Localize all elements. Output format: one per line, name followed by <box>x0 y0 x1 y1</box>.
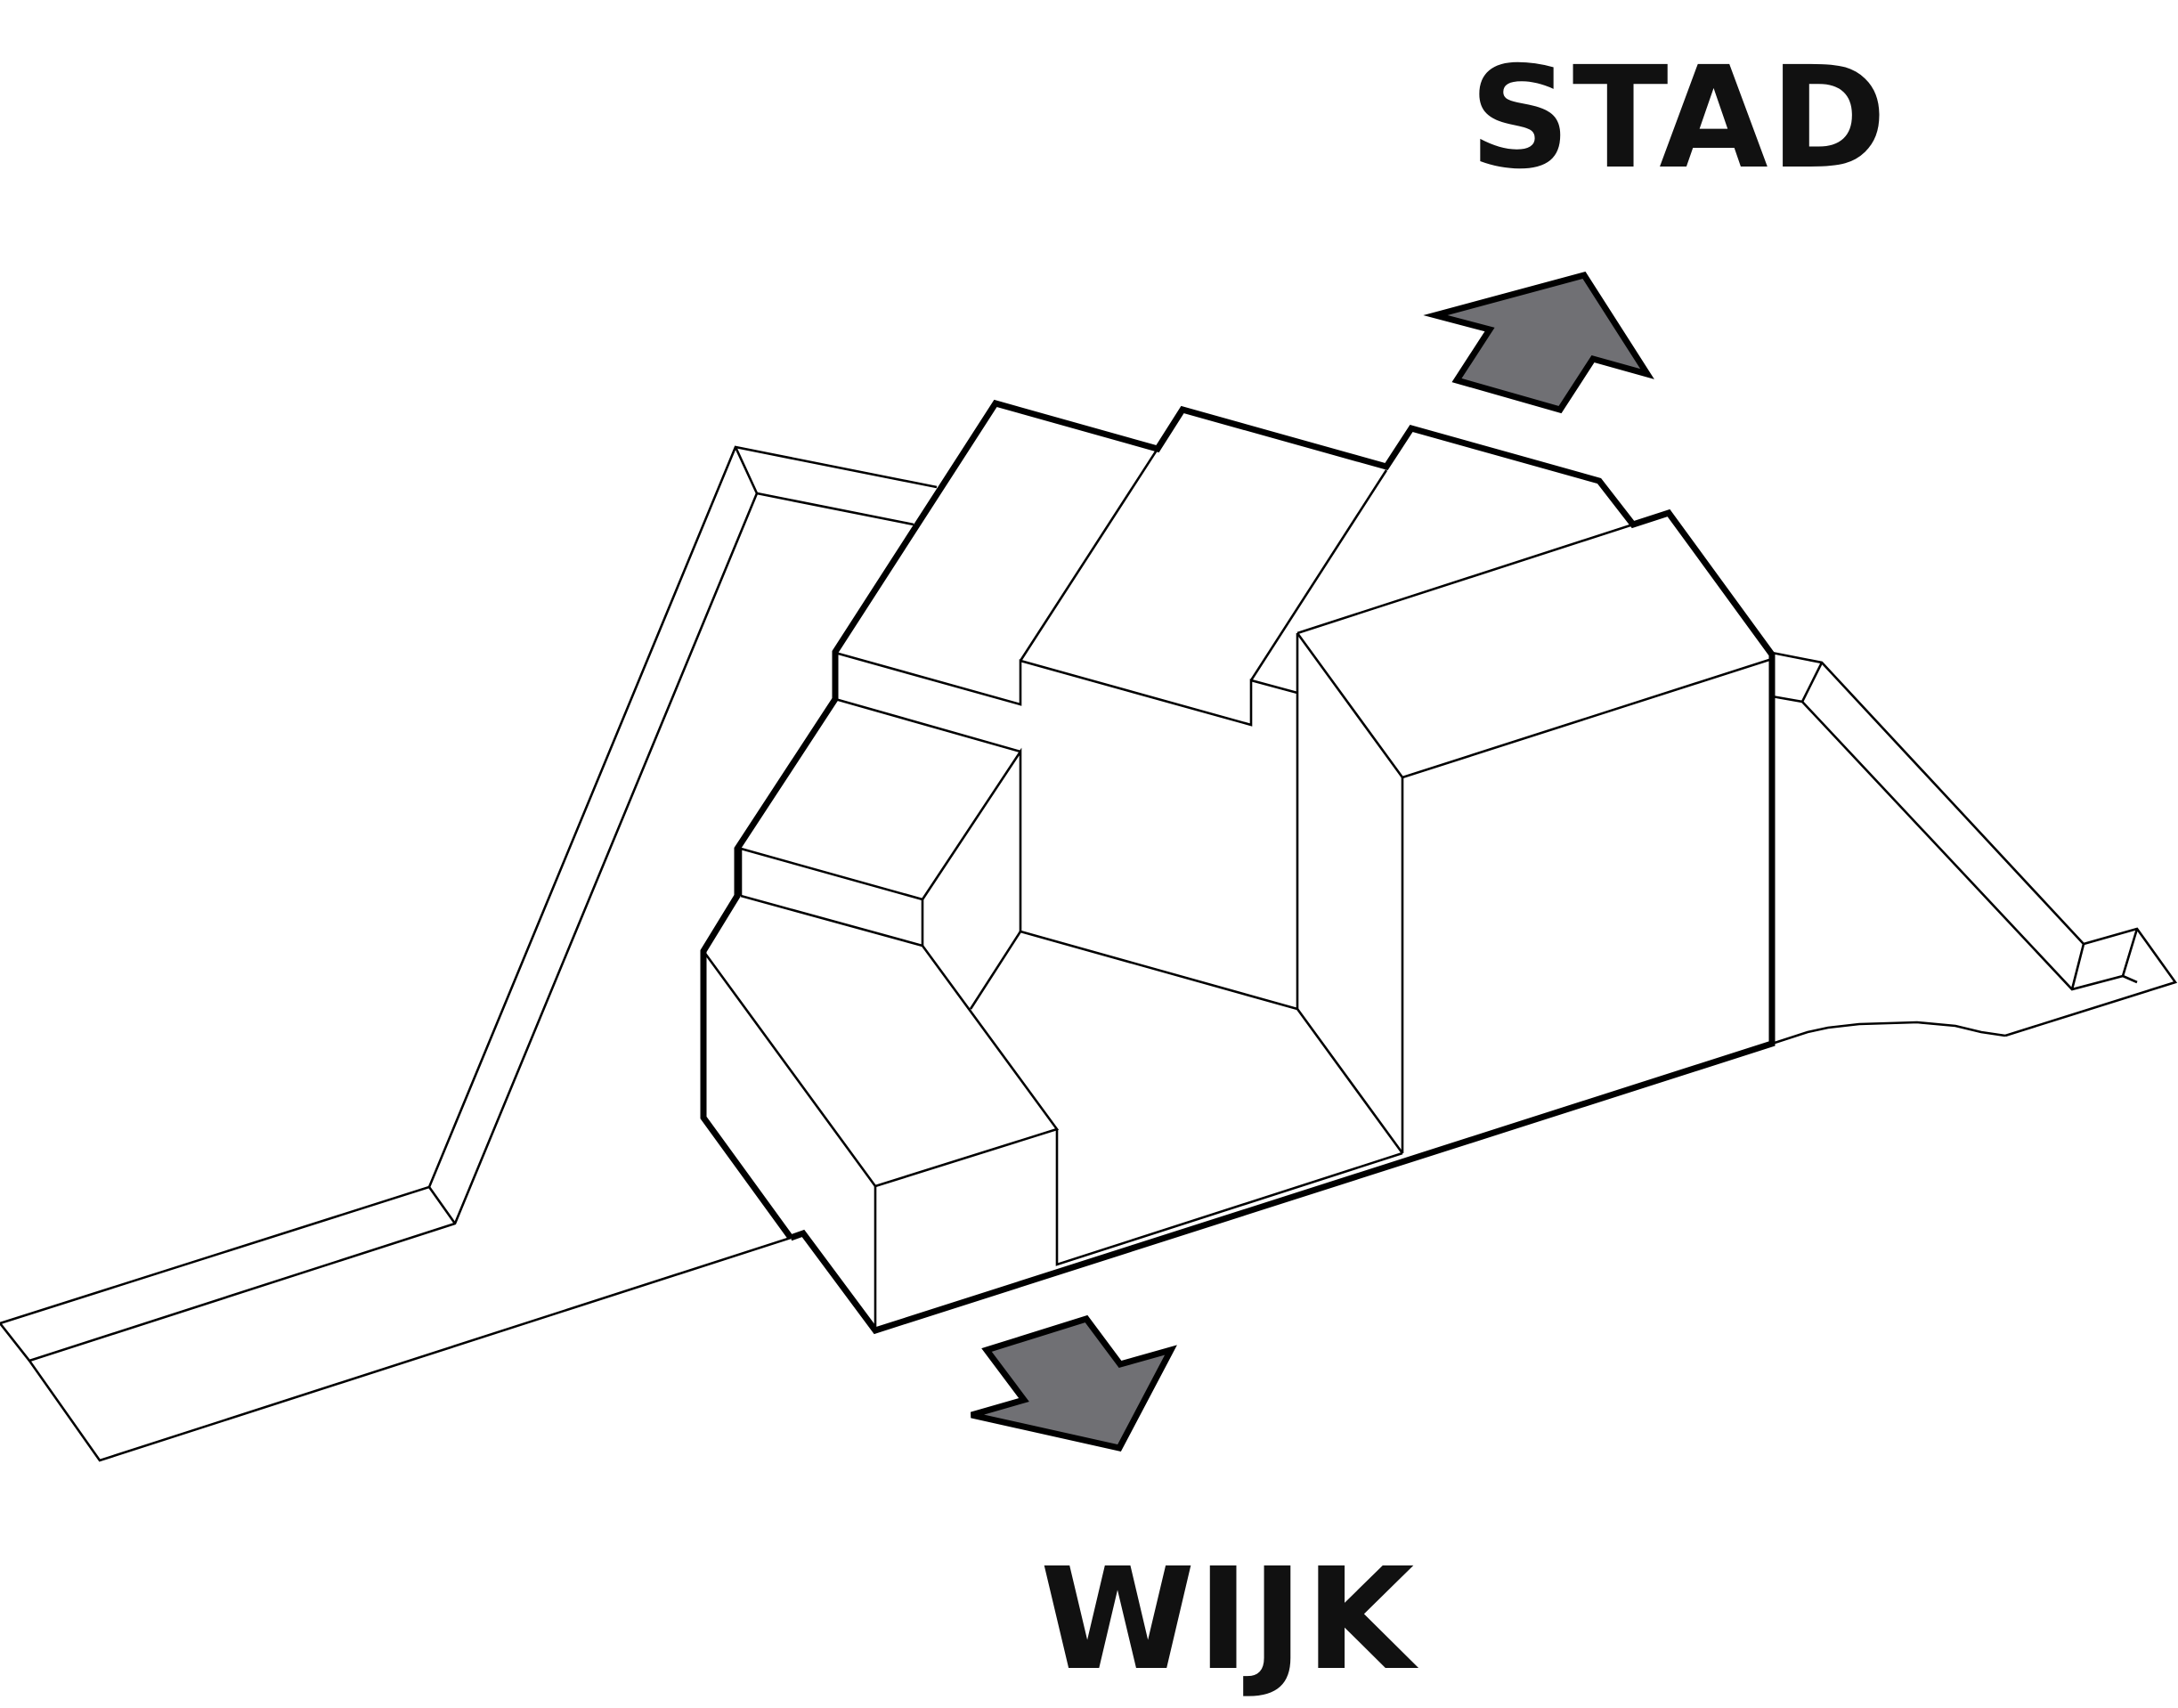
right-ramp-fold-a <box>1800 662 1824 703</box>
tall-block-top-face <box>1296 523 1634 635</box>
roof-block-1-front <box>834 651 1298 727</box>
building-interior-lines <box>702 448 1773 1330</box>
arrow-up-right-icon <box>1423 271 1654 414</box>
label-wijk: WIJK <box>1040 1538 1417 1702</box>
right-ramp <box>1771 651 2178 1045</box>
left-block-top-face <box>702 894 1060 1188</box>
right-ramp-outer-edge <box>1771 651 2178 1037</box>
left-ramp-inner-edge <box>27 492 914 1462</box>
right-ramp-fold-b <box>2070 943 2085 990</box>
roof-block-3-left <box>1249 469 1388 681</box>
wijk-arrow-shape <box>971 1314 1177 1452</box>
arrow-down-right-icon <box>971 1314 1177 1452</box>
left-ramp-fold-bottom <box>427 1186 457 1224</box>
courtyard-floor <box>1020 930 1404 1154</box>
left-ramp-fold-top <box>734 446 759 494</box>
right-ramp-fold-c <box>2122 974 2138 984</box>
left-block-step <box>739 847 924 946</box>
left-block-back-edge <box>834 697 1021 753</box>
left-ramp-outer-edge <box>0 445 938 1362</box>
courtyard-front-wall <box>1055 1129 1403 1266</box>
building-silhouette <box>700 399 1776 1335</box>
stad-arrow-shape <box>1423 271 1654 414</box>
roof-block-2-left <box>1019 448 1159 662</box>
courtyard-back-slope <box>969 931 1022 1010</box>
left-ramp <box>0 445 938 1462</box>
right-ground-curve <box>1771 1021 2006 1045</box>
left-block-upper-step <box>921 747 1022 931</box>
tall-block-left-face <box>1296 632 1773 779</box>
label-stad: STAD <box>1469 37 1889 200</box>
building-outline <box>700 399 1776 1335</box>
